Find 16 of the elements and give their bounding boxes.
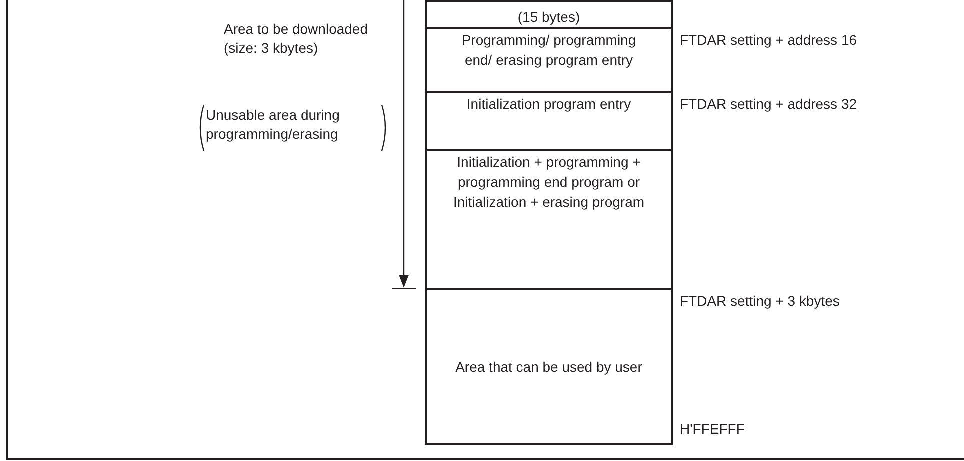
address-label: H'FFEFFF [680, 420, 745, 438]
area-label: Area to be downloaded (size: 3 kbytes) [224, 20, 369, 58]
block-text: Initialization program entry [466, 95, 632, 114]
block-text: Initialization + programming + programming end program or Initialization + erasing program [452, 153, 646, 212]
memory-block [425, 288, 673, 445]
address-label: FTDAR setting + address 32 [680, 95, 858, 113]
block-text: Area that can be used by user [456, 358, 642, 376]
block-text: (15 bytes) [518, 8, 580, 27]
memory-block [425, 149, 673, 290]
address-label: FTDAR setting + address 16 [680, 31, 858, 49]
memory-block [425, 91, 673, 151]
address-label: FTDAR setting + 3 kbytes [680, 292, 840, 310]
note-text: Unusable area during programming/erasing [206, 106, 341, 144]
memory-block [425, 27, 673, 93]
block-text: Programming/ programming end/ erasing program entry [460, 31, 638, 70]
memory-block [425, 0, 673, 29]
